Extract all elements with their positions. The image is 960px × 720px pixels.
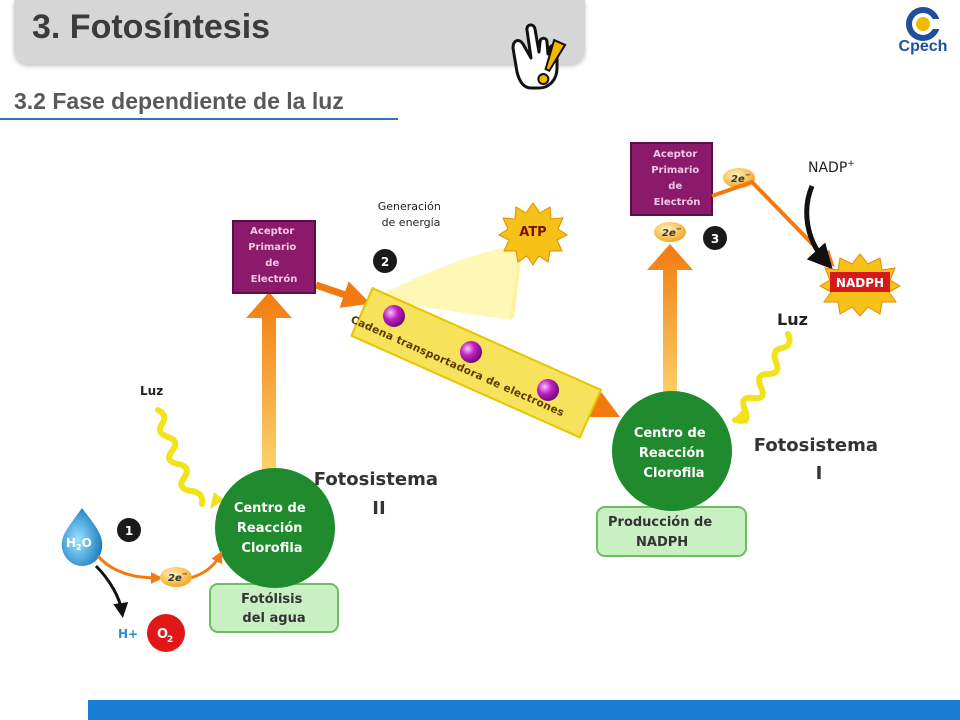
section-subtitle: 3.2 Fase dependiente de la luz (14, 88, 344, 114)
energy-generation-label: Generación de energía (378, 200, 445, 229)
light-label-left: Luz (140, 384, 163, 398)
ps1-up-arrow (647, 244, 693, 398)
electron-carrier-1 (383, 305, 405, 327)
ps2-reaction-center (215, 468, 335, 588)
cpech-logo: Cpech (893, 6, 953, 60)
acceptor-left-box (232, 220, 316, 294)
svg-text:O: O (157, 627, 168, 642)
electron-left: 2e − (160, 567, 192, 587)
ps1-center-label: Centro de Reacción Clorofila (634, 426, 710, 481)
logo-text: Cpech (898, 38, 948, 55)
ps2-center-label: Centro de Reacción Clorofila (234, 501, 310, 556)
nadph-label: NADPH (836, 276, 884, 290)
atp-burst (498, 202, 568, 266)
step-badge-2: 2 (373, 249, 397, 273)
electron-acceptor-right: 2e − (654, 222, 686, 242)
light-arrow-left (210, 492, 224, 509)
light-arrow-right (733, 410, 748, 424)
electron-to-nadph-arrow (711, 179, 835, 267)
step-badge-1: 1 (117, 518, 141, 542)
svg-text:2: 2 (167, 635, 173, 645)
svg-text:2e: 2e (731, 174, 745, 185)
svg-text:−: − (745, 171, 751, 179)
title-banner: 3. Fotosíntesis (14, 0, 585, 64)
nadp-curve-arrow (804, 185, 833, 270)
acceptor-right-label: Aceptor Primario de Electrón (651, 149, 703, 208)
svg-text:−: − (676, 225, 682, 233)
acceptor-left-label: Aceptor Primario de Electrón (248, 226, 300, 285)
oxygen-molecule: O 2 (147, 614, 185, 652)
svg-text:3: 3 (711, 232, 719, 246)
acceptor-right-box (630, 142, 713, 216)
ps1-label: Fotosistema I (754, 435, 885, 484)
electron-to-ps2-arrow (189, 550, 223, 580)
subtitle-underline (0, 118, 398, 120)
svg-text:2: 2 (381, 255, 389, 269)
light-wave-left (155, 407, 206, 507)
svg-text:1: 1 (125, 524, 133, 538)
ps2-label: Fotosistema II (314, 469, 445, 519)
page-title: 3. Fotosíntesis (32, 8, 271, 46)
water-drop (61, 508, 103, 566)
nadph-box (830, 272, 890, 292)
pointing-hand-alert-icon (511, 23, 567, 90)
water-to-oxygen-arrow (94, 564, 129, 618)
nadph-production-label: Producción de NADPH (608, 515, 717, 550)
cpech-c-icon (906, 7, 941, 41)
atp-label: ATP (519, 225, 546, 240)
nadp-label: NADP+ (808, 159, 855, 176)
acceptor-to-chain-arrow (314, 281, 371, 308)
photolysis-label: Fotólisis del agua (241, 592, 307, 626)
ps2-up-arrow (246, 292, 292, 470)
electron-carrier-3 (537, 379, 559, 401)
light-label-right: Luz (777, 310, 808, 329)
step-badge-3: 3 (703, 226, 727, 250)
water-label: H2O (66, 536, 92, 552)
svg-text:2e: 2e (168, 573, 182, 584)
svg-text:−: − (182, 570, 188, 578)
bottom-accent-bar (88, 700, 960, 720)
atp-arrow (510, 251, 522, 319)
hydrogen-label: H+ (118, 627, 138, 641)
ps1-reaction-center (612, 391, 732, 511)
electron-chain-band (350, 286, 603, 439)
electron-carrier-2 (460, 341, 482, 363)
svg-text:2e: 2e (662, 228, 676, 239)
atp-glow-cone (370, 245, 520, 320)
water-to-electron-arrow (96, 554, 163, 584)
light-wave-right (732, 331, 793, 424)
